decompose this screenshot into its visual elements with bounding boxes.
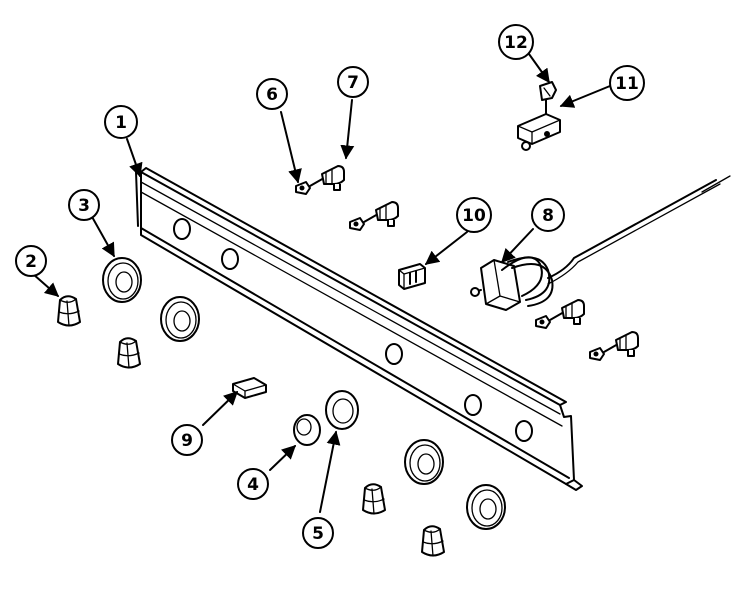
- callout-3: 3: [68, 189, 100, 221]
- knob-right-b: [421, 525, 445, 557]
- control-panel: [135, 167, 583, 491]
- callout-8: 8: [531, 198, 565, 232]
- bezel-right-upper: [404, 439, 444, 485]
- bezel-5: [325, 390, 359, 430]
- knob-2: [57, 295, 81, 327]
- bezel-3: [102, 257, 142, 303]
- knob-4: [293, 414, 321, 446]
- callout-5: 5: [302, 517, 334, 549]
- svg-text:11: 11: [615, 74, 639, 94]
- leader-lines: [32, 53, 611, 513]
- igniter-tip-12: [539, 81, 557, 101]
- svg-text:12: 12: [504, 33, 528, 53]
- valve-7: [295, 165, 345, 195]
- svg-text:5: 5: [312, 524, 324, 544]
- igniter-switch-11: [517, 95, 561, 151]
- svg-text:1: 1: [115, 113, 127, 133]
- callout-7: 7: [337, 66, 369, 98]
- svg-text:6: 6: [266, 85, 278, 105]
- callout-6: 6: [256, 78, 288, 110]
- bezel-left-lower: [160, 296, 200, 342]
- callout-10: 10: [456, 197, 492, 233]
- switch-9: [232, 377, 267, 399]
- svg-text:9: 9: [181, 431, 193, 451]
- svg-text:3: 3: [78, 196, 90, 216]
- svg-text:10: 10: [462, 206, 486, 226]
- callout-12: 12: [498, 24, 534, 60]
- svg-text:4: 4: [247, 475, 259, 495]
- callout-4: 4: [237, 468, 269, 500]
- svg-text:8: 8: [542, 206, 554, 226]
- svg-text:2: 2: [25, 252, 37, 272]
- valve-right-b: [589, 331, 639, 361]
- callout-9: 9: [171, 424, 203, 456]
- callout-11: 11: [609, 65, 645, 101]
- callout-2: 2: [15, 245, 47, 277]
- valve-right-a: [535, 299, 585, 329]
- svg-text:7: 7: [347, 73, 359, 93]
- part-10-block: [398, 263, 426, 290]
- valve-center: [349, 201, 399, 231]
- knob-left-lower: [117, 337, 141, 369]
- knob-right-a: [362, 483, 386, 515]
- thermostat-8: [470, 175, 731, 311]
- bezel-right-lower: [466, 484, 506, 530]
- callout-1: 1: [104, 105, 138, 139]
